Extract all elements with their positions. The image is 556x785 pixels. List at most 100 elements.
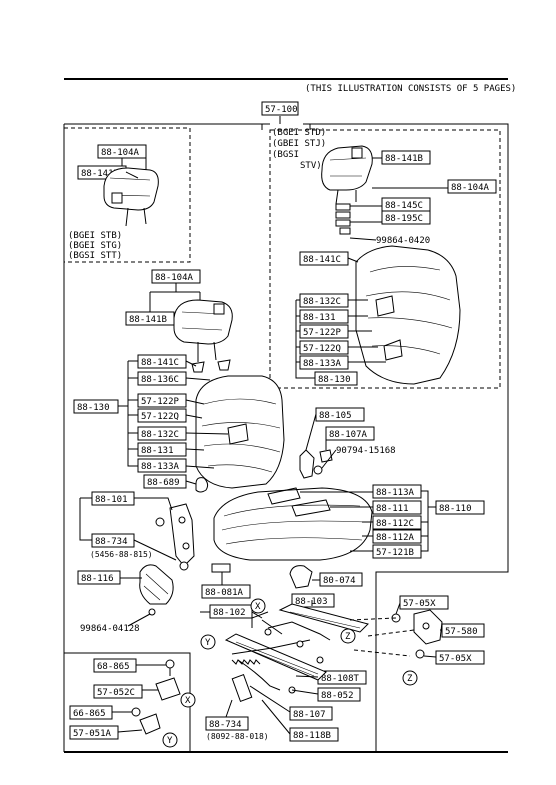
headrest-middle <box>173 299 233 381</box>
label-88-141C-middle: 88-141C <box>137 354 187 369</box>
svg-text:66-865: 66-865 <box>73 709 106 719</box>
label-88-689: 88-689 <box>143 474 187 489</box>
svg-text:57-100: 57-100 <box>265 105 298 115</box>
seat-rails <box>224 600 369 695</box>
svg-text:88-107: 88-107 <box>293 710 326 720</box>
svg-text:57-05X: 57-05X <box>439 654 472 664</box>
label-57-122Q-right: 57-122Q <box>299 340 349 355</box>
label-88-132C-right: 88-132C <box>299 293 349 308</box>
svg-text:88-104A: 88-104A <box>451 183 490 193</box>
label-88-101: 88-101 <box>91 491 135 506</box>
label-88-102: 88-102 <box>209 604 253 619</box>
label-57-122P-right: 57-122P <box>299 324 349 339</box>
label-88-107A: 88-107A <box>325 426 375 441</box>
svg-text:88-133A: 88-133A <box>141 462 180 472</box>
label-88-133A-left: 88-133A <box>137 458 187 473</box>
main-boundary <box>63 123 509 752</box>
label-8092-88-018: (8092-88-018) <box>206 732 269 741</box>
svg-text:(BGEI STD): (BGEI STD) <box>272 128 326 138</box>
label-57-122P-left: 57-122P <box>137 393 187 408</box>
label-88-133A-right: 88-133A <box>299 355 349 370</box>
svg-text:88-141B: 88-141B <box>81 169 119 179</box>
label-88-131-left: 88-131 <box>137 442 187 457</box>
label-88-105: 88-105 <box>315 407 365 422</box>
side-cover <box>120 564 174 627</box>
label-88-110: 88-110 <box>435 500 485 515</box>
variant-notes-topright: (BGEI STD) (GBEI STJ) (BGSI STV) <box>272 128 326 171</box>
label-88-734-upper: 88-734 <box>91 533 135 548</box>
label-88-141B-middle: 88-141B <box>125 311 175 326</box>
svg-text:(BGSI: (BGSI <box>272 150 299 160</box>
label-88-104A-topright: 88-104A <box>447 179 497 194</box>
callout-z-right: Z <box>402 670 418 686</box>
svg-text:57-121B: 57-121B <box>376 548 414 558</box>
label-80-074: 80-074 <box>319 572 363 587</box>
svg-text:88-131: 88-131 <box>141 446 174 456</box>
label-57-122Q-left: 57-122Q <box>137 408 187 423</box>
svg-text:57-122P: 57-122P <box>303 328 342 338</box>
label-88-145C: 88-145C <box>381 197 431 212</box>
label-88-112A: 88-112A <box>372 529 422 544</box>
header-note: (THIS ILLUSTRATION CONSISTS OF 5 PAGES) <box>305 84 516 94</box>
label-88-118B: 88-118B <box>289 727 339 742</box>
lower-left-box <box>64 652 191 752</box>
label-90794-15168: 90794-15168 <box>336 446 396 456</box>
svg-text:88-132C: 88-132C <box>303 297 341 307</box>
label-99864-04128: 99864-04128 <box>80 624 140 634</box>
svg-text:STV): STV) <box>300 161 322 171</box>
svg-text:88-112A: 88-112A <box>376 533 415 543</box>
svg-text:(BGEI STB): (BGEI STB) <box>68 231 122 241</box>
svg-text:(BGSI STT): (BGSI STT) <box>68 251 122 261</box>
label-57-052C: 57-052C <box>93 684 143 699</box>
label-88-052: 88-052 <box>317 687 361 702</box>
svg-text:57-05X: 57-05X <box>403 599 436 609</box>
spring-88-107 <box>225 659 291 735</box>
svg-text:88-108T: 88-108T <box>321 674 360 684</box>
svg-text:80-074: 80-074 <box>323 576 356 586</box>
label-68-865: 68-865 <box>93 658 137 673</box>
svg-text:X: X <box>185 696 191 706</box>
callout-x-left: X <box>180 692 196 708</box>
label-88-108T: 88-108T <box>317 670 367 685</box>
label-88-136C: 88-136C <box>137 371 187 386</box>
hinge-bracket <box>79 497 195 571</box>
label-88-104A-topleft: 88-104A <box>97 144 147 159</box>
seat-cushion <box>213 487 373 561</box>
label-99864-0420: 99864-0420 <box>376 236 430 246</box>
callout-y-left: Y <box>162 732 178 748</box>
svg-text:88-103: 88-103 <box>295 597 328 607</box>
svg-text:88-734: 88-734 <box>209 720 242 730</box>
callout-z-top: Z <box>340 628 356 644</box>
svg-text:57-122Q: 57-122Q <box>303 344 341 354</box>
label-88-107: 88-107 <box>289 706 333 721</box>
label-88-130-left: 88-130 <box>73 399 119 414</box>
svg-text:57-122P: 57-122P <box>141 397 180 407</box>
svg-text:88-105: 88-105 <box>319 411 352 421</box>
callout-y-top: Y <box>200 634 216 650</box>
label-88-112C: 88-112C <box>372 515 422 530</box>
svg-text:88-052: 88-052 <box>321 691 354 701</box>
headrest-topright <box>321 145 448 205</box>
label-57-580: 57-580 <box>441 623 485 638</box>
svg-text:88-111: 88-111 <box>376 504 409 514</box>
svg-text:Y: Y <box>205 638 211 648</box>
headrest-guides-right <box>335 203 382 241</box>
svg-text:57-051A: 57-051A <box>73 729 112 739</box>
svg-text:57-122Q: 57-122Q <box>141 412 179 422</box>
label-88-103: 88-103 <box>291 593 335 608</box>
svg-text:57-052C: 57-052C <box>97 688 135 698</box>
svg-text:88-107A: 88-107A <box>329 430 368 440</box>
svg-text:88-141C: 88-141C <box>303 255 341 265</box>
svg-text:88-130: 88-130 <box>77 403 110 413</box>
svg-text:88-112C: 88-112C <box>376 519 414 529</box>
label-66-865: 66-865 <box>69 705 113 720</box>
label-88-113A: 88-113A <box>372 484 422 499</box>
label-5456-88-815: (5456-88-815) <box>90 550 153 559</box>
hardware-lower-left <box>112 659 181 735</box>
svg-text:(BGEI STG): (BGEI STG) <box>68 241 122 251</box>
svg-text:88-145C: 88-145C <box>385 201 423 211</box>
svg-text:88-081A: 88-081A <box>205 588 244 598</box>
svg-text:88-131: 88-131 <box>303 313 336 323</box>
clip-80-074 <box>289 565 320 589</box>
seatback-main <box>185 375 285 493</box>
